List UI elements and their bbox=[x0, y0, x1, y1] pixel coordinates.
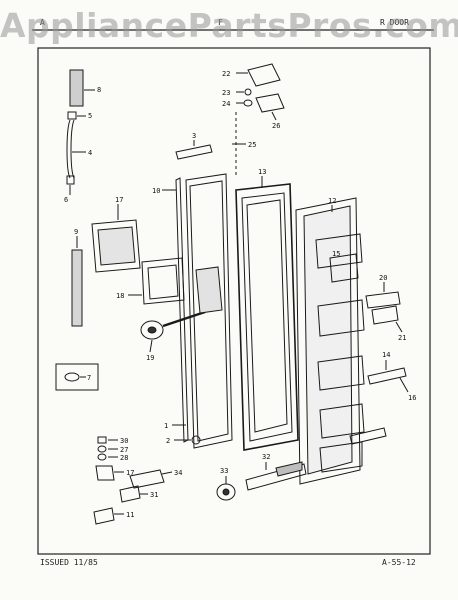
callout-8: 8 bbox=[97, 86, 101, 94]
callout-17-hinge: 17 bbox=[126, 469, 134, 477]
part-22-top-hinge bbox=[236, 63, 281, 87]
part-9-trim-strip bbox=[71, 236, 83, 327]
part-13-door-gasket bbox=[235, 176, 299, 451]
callout-22: 22 bbox=[222, 70, 230, 78]
callout-9: 9 bbox=[74, 228, 78, 236]
part-14-bar bbox=[367, 360, 409, 393]
callout-25: 25 bbox=[248, 141, 256, 149]
part-4-handle bbox=[66, 119, 86, 179]
issued-date: ISSUED 11/85 bbox=[40, 558, 98, 567]
callout-3: 3 bbox=[192, 132, 196, 140]
part-18-dispenser-frame bbox=[128, 257, 185, 305]
callout-31: 31 bbox=[150, 491, 158, 499]
part-17-lower-hinge-bracket bbox=[95, 465, 124, 481]
part-10-gasket-strip bbox=[162, 177, 189, 443]
callout-19: 19 bbox=[146, 354, 154, 362]
callout-33: 33 bbox=[220, 467, 228, 475]
callout-32: 32 bbox=[262, 453, 270, 461]
part-6-handle-cap bbox=[66, 175, 75, 195]
callout-6: 6 bbox=[64, 196, 68, 204]
header-left: A bbox=[40, 18, 45, 27]
header-center: F bbox=[218, 18, 223, 27]
callout-17-dispenser: 17 bbox=[115, 196, 123, 204]
part-15-shelf bbox=[329, 253, 359, 283]
callout-20: 20 bbox=[379, 274, 387, 282]
callout-30: 30 bbox=[120, 437, 128, 445]
callout-34: 34 bbox=[174, 469, 182, 477]
callout-14: 14 bbox=[382, 351, 390, 359]
part-23-washer bbox=[236, 88, 252, 96]
part-17-dispenser-housing bbox=[91, 204, 141, 273]
part-30-cap bbox=[97, 436, 118, 444]
part-7-fastener-box bbox=[55, 363, 99, 391]
callout-18: 18 bbox=[116, 292, 124, 300]
part-34-hinge-plate bbox=[129, 469, 173, 489]
part-12-inner-liner bbox=[295, 197, 365, 485]
callout-26: 26 bbox=[272, 122, 280, 130]
part-8-handle-insert bbox=[69, 69, 95, 107]
callout-12: 12 bbox=[328, 197, 336, 205]
callout-23: 23 bbox=[222, 89, 230, 97]
callout-7: 7 bbox=[87, 374, 91, 382]
diagram-border bbox=[37, 47, 431, 555]
callout-16: 16 bbox=[408, 394, 416, 402]
callout-4: 4 bbox=[88, 149, 92, 157]
callout-24: 24 bbox=[222, 100, 230, 108]
callout-27: 27 bbox=[120, 446, 128, 454]
part-1-outer-door-panel bbox=[172, 173, 233, 449]
callout-1: 1 bbox=[164, 422, 168, 430]
part-27-washer bbox=[97, 445, 118, 453]
part-20-shelf-bracket bbox=[365, 282, 403, 333]
callout-13: 13 bbox=[258, 168, 266, 176]
part-2-screw bbox=[174, 435, 201, 445]
page-reference: A-55-12 bbox=[382, 558, 416, 567]
part-11-hinge bbox=[93, 507, 124, 525]
part-24-bushing bbox=[236, 99, 253, 107]
part-28-spacer bbox=[97, 453, 118, 461]
watermark: AppliancePartsPros.com bbox=[0, 6, 458, 45]
callout-10: 10 bbox=[152, 187, 160, 195]
part-31-bracket bbox=[119, 485, 148, 503]
part-3-stop-bracket bbox=[175, 140, 213, 160]
callout-15: 15 bbox=[332, 250, 340, 258]
part-32-hinge-bar bbox=[245, 427, 387, 491]
callout-28: 28 bbox=[120, 454, 128, 462]
header-right: R DOOR bbox=[380, 18, 409, 27]
part-26-hinge-plate bbox=[255, 93, 285, 121]
callout-2: 2 bbox=[166, 437, 170, 445]
part-5-handle-cap bbox=[67, 111, 86, 120]
callout-21: 21 bbox=[398, 334, 406, 342]
part-33-hinge-bushing bbox=[216, 476, 236, 501]
part-25-hinge-pin bbox=[232, 112, 246, 176]
callout-5: 5 bbox=[88, 112, 92, 120]
callout-11: 11 bbox=[126, 511, 134, 519]
